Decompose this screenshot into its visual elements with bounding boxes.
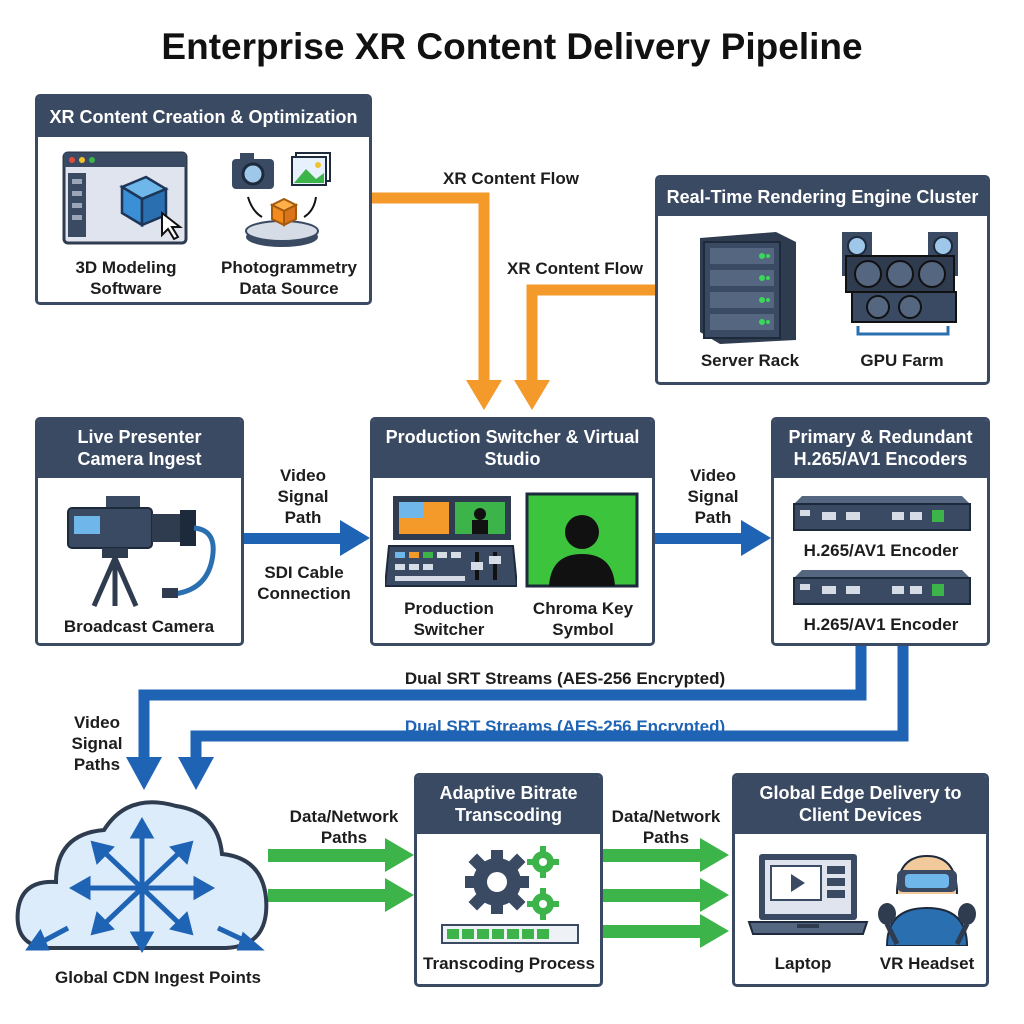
video-path-label-1: Video Signal Path (277, 466, 329, 527)
video-paths-label: Video Signal Paths (71, 713, 123, 774)
edge-delivery-box: Global Edge Delivery to Client Devices L… (732, 773, 989, 987)
encoder-redundant-icon (793, 570, 971, 605)
diagram-title: Enterprise XR Content Delivery Pipeline (161, 26, 863, 67)
box-title: Live Presenter Camera Ingest (38, 420, 241, 478)
broadcast-camera-icon (67, 496, 216, 608)
server-rack-icon (700, 232, 796, 344)
box-title: XR Content Creation & Optimization (38, 97, 369, 137)
video-path-arrowhead-2 (741, 520, 771, 556)
box-title: Global Edge Delivery to Client Devices (735, 776, 986, 834)
srt-label-1: Dual SRT Streams (AES-256 Encrypted) (404, 669, 726, 688)
xr-content-creation-box: XR Content Creation & Optimization 3D Mo… (35, 94, 372, 305)
laptop-icon (747, 854, 869, 935)
camera-ingest-box: Live Presenter Camera Ingest Broadcast C… (35, 417, 244, 646)
xr-flow-arrow-2 (526, 284, 655, 385)
transcoding-progress-bar (441, 924, 579, 944)
video-path-arrowhead-1 (340, 520, 370, 556)
srt-label-2: Dual SRT Streams (AES-256 Encrypted) (404, 717, 726, 736)
box-title: Adaptive Bitrate Transcoding (417, 776, 600, 834)
3d-modeling-label: 3D Modeling Software (75, 258, 177, 298)
cdn-cloud-icon (15, 800, 269, 954)
production-switcher-icon (385, 496, 517, 587)
broadcast-camera-label: Broadcast Camera (63, 617, 215, 636)
video-path-label-2: Video Signal Path (687, 466, 739, 527)
xr-flow-arrowhead-2 (514, 380, 550, 410)
transcoding-process-label: Transcoding Process (423, 954, 595, 973)
chroma-key-icon (525, 492, 639, 588)
transcoding-box: Adaptive Bitrate Transcoding (414, 773, 603, 987)
xr-flow-arrow-1 (370, 192, 490, 385)
data-paths-label-2: Data/Network Paths (611, 807, 721, 847)
chroma-key-label: Chroma Key Symbol (532, 599, 634, 639)
encoder-redundant-label: H.265/AV1 Encoder (803, 615, 959, 634)
data-paths-label-1: Data/Network Paths (289, 807, 399, 847)
xr-flow-label-1: XR Content Flow (443, 169, 579, 188)
rendering-cluster-box: Real-Time Rendering Engine Cluster Serve… (655, 175, 990, 385)
box-title: Production Switcher & Virtual Studio (373, 420, 652, 478)
production-switcher-box: Production Switcher & Virtual Studio Pro… (370, 417, 655, 646)
encoder-primary-label: H.265/AV1 Encoder (803, 541, 959, 560)
vr-headset-label: VR Headset (879, 954, 975, 973)
production-switcher-label: Production Switcher (404, 599, 494, 639)
xr-flow-arrowhead-1 (466, 380, 502, 410)
laptop-label: Laptop (774, 954, 832, 973)
srt-stream-2-arrowhead (178, 757, 214, 790)
photogrammetry-icon (232, 152, 331, 247)
video-path-arrow-2 (655, 533, 745, 544)
srt-stream-2 (190, 645, 909, 760)
xr-flow-label-2: XR Content Flow (507, 259, 643, 278)
srt-stream-1 (138, 645, 867, 760)
video-path-arrow-1 (244, 533, 344, 544)
photogrammetry-label: Photogrammetry Data Source (220, 258, 358, 298)
gpu-farm-icon (842, 232, 958, 336)
data-paths-to-transcoding (268, 838, 414, 912)
vr-headset-icon (878, 854, 976, 946)
gears-icon (465, 846, 559, 920)
encoders-box: Primary & Redundant H.265/AV1 Encoders H… (771, 417, 990, 646)
box-title: Primary & Redundant H.265/AV1 Encoders (774, 420, 987, 478)
sdi-connection-label: SDI Cable Connection (257, 563, 351, 603)
server-rack-label: Server Rack (700, 351, 800, 370)
gpu-farm-label: GPU Farm (860, 351, 944, 370)
cdn-label: Global CDN Ingest Points (55, 968, 261, 987)
srt-stream-1-arrowhead (126, 757, 162, 790)
3d-modeling-software-icon (62, 151, 188, 245)
encoder-primary-icon (793, 496, 971, 531)
box-title: Real-Time Rendering Engine Cluster (658, 178, 987, 216)
data-paths-to-edge (603, 838, 729, 948)
